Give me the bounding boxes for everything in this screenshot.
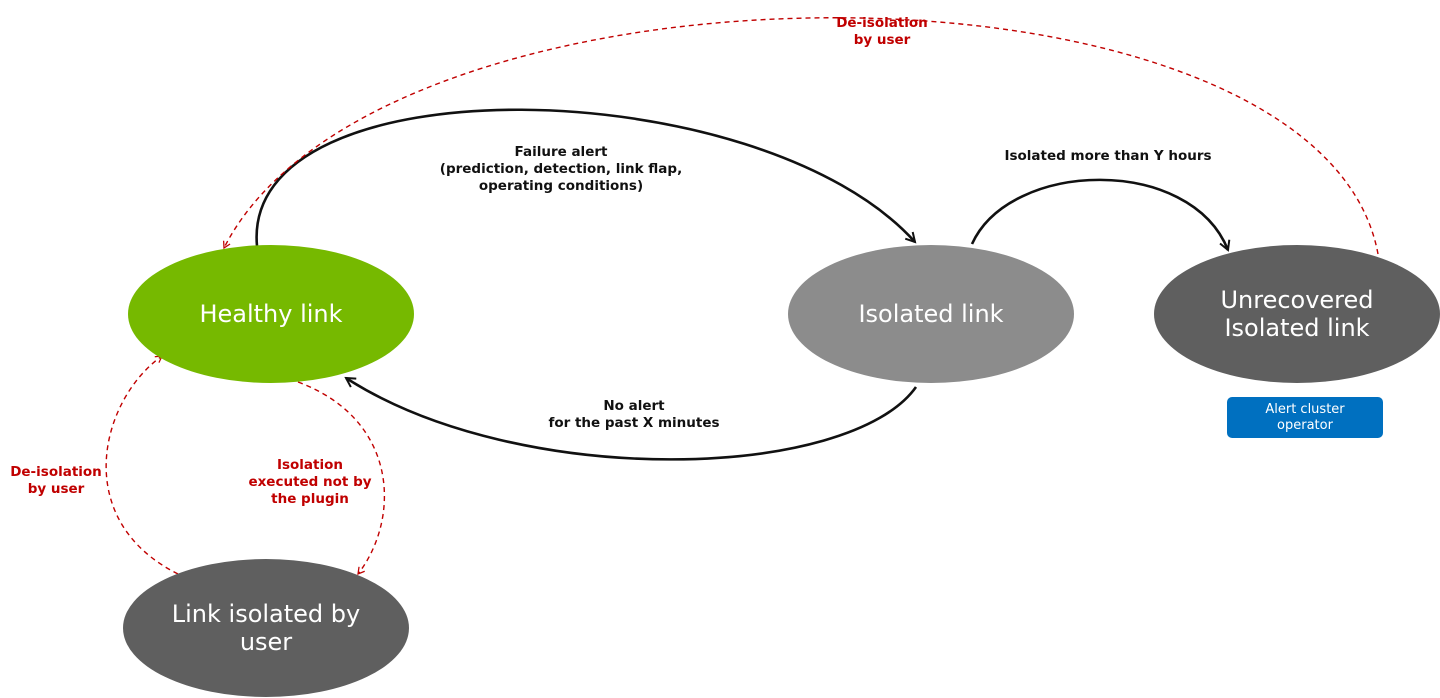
- badge-line-2: operator: [1277, 417, 1333, 433]
- node-user-label-line-1: Link isolated by: [172, 600, 360, 628]
- edge-isolation-not-plugin-arrow: [297, 381, 386, 576]
- edge-failure-alert-arrow: [255, 108, 915, 247]
- node-isolated-link: Isolated link: [788, 245, 1074, 383]
- edge-isolated-more-label: Isolated more than Y hours: [1004, 148, 1211, 164]
- edge-isolated-more-label-line-1: Isolated more than Y hours: [1004, 148, 1211, 164]
- node-healthy-label: Healthy link: [199, 300, 342, 328]
- node-healthy-label-line-1: Healthy link: [199, 300, 342, 328]
- edge-no-alert-label-line-2: for the past X minutes: [548, 415, 719, 431]
- edge-no-alert-arrow: [346, 378, 918, 461]
- node-isolated-label-line-1: Isolated link: [858, 300, 1003, 328]
- edge-deisolation-left-label-line-1: De-isolation: [10, 464, 102, 480]
- edge-deisolation-left-arrow: [105, 355, 179, 575]
- edge-no-alert-label-line-1: No alert: [603, 398, 665, 414]
- node-unrecovered-label-line-2: Isolated link: [1224, 314, 1369, 342]
- edge-deisolation-top-label-line-1: De-isolation: [836, 15, 928, 31]
- badge-line-1: Alert cluster: [1265, 401, 1345, 417]
- edge-failure-alert-label-line-3: operating conditions): [479, 178, 643, 194]
- alert-cluster-operator-badge: Alert cluster operator: [1227, 397, 1383, 438]
- edge-isolation-not-plugin-label-line-3: the plugin: [271, 491, 349, 507]
- edge-deisolation-top-label-line-2: by user: [854, 32, 911, 48]
- edge-deisolation-top-arrow: [223, 17, 1379, 255]
- node-healthy-link: Healthy link: [128, 245, 414, 383]
- edge-failure-alert-label: Failure alert(prediction, detection, lin…: [440, 144, 682, 194]
- edge-isolation-not-plugin-label-line-2: executed not by: [248, 474, 371, 490]
- edge-isolation-not-plugin-label-line-1: Isolation: [277, 457, 343, 473]
- edge-deisolation-left-label-line-2: by user: [28, 481, 85, 497]
- edge-failure-alert-label-line-1: Failure alert: [515, 144, 608, 160]
- edge-isolated-more-arrow: [970, 178, 1228, 250]
- edge-failure-alert-label-line-2: (prediction, detection, link flap,: [440, 161, 682, 177]
- node-user-label-line-2: user: [240, 628, 292, 656]
- node-unrecovered-label-line-1: Unrecovered: [1220, 286, 1373, 314]
- node-isolated-label: Isolated link: [858, 300, 1003, 328]
